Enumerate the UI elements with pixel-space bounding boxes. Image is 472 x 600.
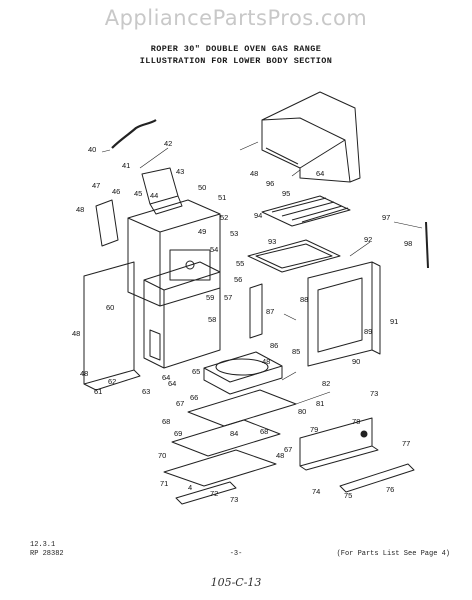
part-number-label: 73 [230,495,238,504]
part-number-label: 91 [390,317,398,326]
part-number-label: 56 [234,275,242,284]
part-number-label: 88 [300,295,308,304]
part-number-label: 78 [352,417,360,426]
part-number-label: 85 [292,347,300,356]
part-number-label: 68 [260,427,268,436]
part-number-label: 55 [236,259,244,268]
part-number-label: 94 [254,211,262,220]
part-number-label: 74 [312,487,320,496]
part-number-label: 75 [344,491,352,500]
burner-pan-part [203,351,283,395]
part-number-label: 84 [230,429,238,438]
drawer-rail-part [175,481,237,505]
kick-plate-part [339,463,415,493]
diagram-subtitle: ILLUSTRATION FOR LOWER BODY SECTION [139,56,333,66]
broiler-pan-part [247,239,341,273]
part-number-label: 48 [80,369,88,378]
part-number-label: 87 [266,307,274,316]
side-panel-part [83,261,135,385]
watermark: AppliancePartsPros.com [104,6,368,30]
part-number-label: 4 [188,483,192,492]
part-number-label: 57 [224,293,232,302]
part-number-label: 77 [402,439,410,448]
part-number-label: 64 [168,379,176,388]
part-number-label: 76 [386,485,394,494]
footer-code-2: RP 28382 [30,550,64,558]
part-number-label: 82 [322,379,330,388]
part-number-label: 95 [282,189,290,198]
part-number-label: 62 [108,377,116,386]
part-number-label: 48 [250,169,258,178]
part-number-label: 67 [284,445,292,454]
diagram-title: ROPER 30" DOUBLE OVEN GAS RANGE [150,44,322,54]
footer-page-number: -3- [229,550,243,558]
part-number-label: 67 [176,399,184,408]
part-number-label: 45 [134,189,142,198]
part-number-label: 68 [162,417,170,426]
part-number-label: 97 [382,213,390,222]
part-number-label: 66 [190,393,198,402]
part-number-label: 92 [364,235,372,244]
part-number-label: 46 [112,187,120,196]
part-number-label: 58 [208,315,216,324]
wire-harness-part [111,119,157,149]
part-number-label: 61 [94,387,102,396]
part-number-label: 71 [160,479,168,488]
part-number-label: 40 [88,145,96,154]
part-number-label: 43 [176,167,184,176]
footer-note: (For Parts List See Page 4) [336,550,450,558]
part-number-label: 50 [198,183,206,192]
part-number-label: 48 [276,451,284,460]
trim-strip-part [249,283,263,339]
part-number-label: 52 [220,213,228,222]
part-number-label: 70 [158,451,166,460]
part-number-label: 53 [230,229,238,238]
part-number-label: 81 [316,399,324,408]
part-number-label: 41 [122,161,130,170]
handle-rod-part [425,221,429,269]
part-number-label: 51 [218,193,226,202]
bracket-part [141,167,179,205]
top-cover-part [261,91,361,183]
part-number-label: 60 [106,303,114,312]
left-side-bracket-part [95,199,119,247]
part-number-label: 72 [210,489,218,498]
part-number-label: 90 [352,357,360,366]
part-number-label: 64 [316,169,324,178]
part-number-label: 98 [404,239,412,248]
part-number-label: 63 [142,387,150,396]
part-number-label: 96 [266,179,274,188]
part-number-label: 65 [192,367,200,376]
part-number-label: 80 [298,407,306,416]
part-number-label: 54 [210,245,218,254]
part-number-label: 86 [270,341,278,350]
footer-code-1: 12.3.1 [30,541,56,549]
part-number-label: 42 [164,139,172,148]
handwritten-note: 105-C-13 [210,576,262,589]
part-number-label: 48 [76,205,84,214]
oven-door-part [307,261,381,367]
part-number-label: 48 [72,329,80,338]
body-frame-part [127,199,221,307]
part-number-label: 49 [198,227,206,236]
oven-rack-part [261,195,351,227]
part-number-label: 59 [206,293,214,302]
part-number-label: 89 [364,327,372,336]
lower-body-part [143,261,221,369]
part-number-label: 47 [92,181,100,190]
part-number-label: 73 [370,389,378,398]
part-number-label: 69 [174,429,182,438]
part-number-label: 79 [310,425,318,434]
part-number-label: 93 [268,237,276,246]
part-number-label: 44 [150,191,158,200]
part-number-label: 48 [262,357,270,366]
drawer-front-part [299,417,379,471]
part-number-label: 64 [162,373,170,382]
